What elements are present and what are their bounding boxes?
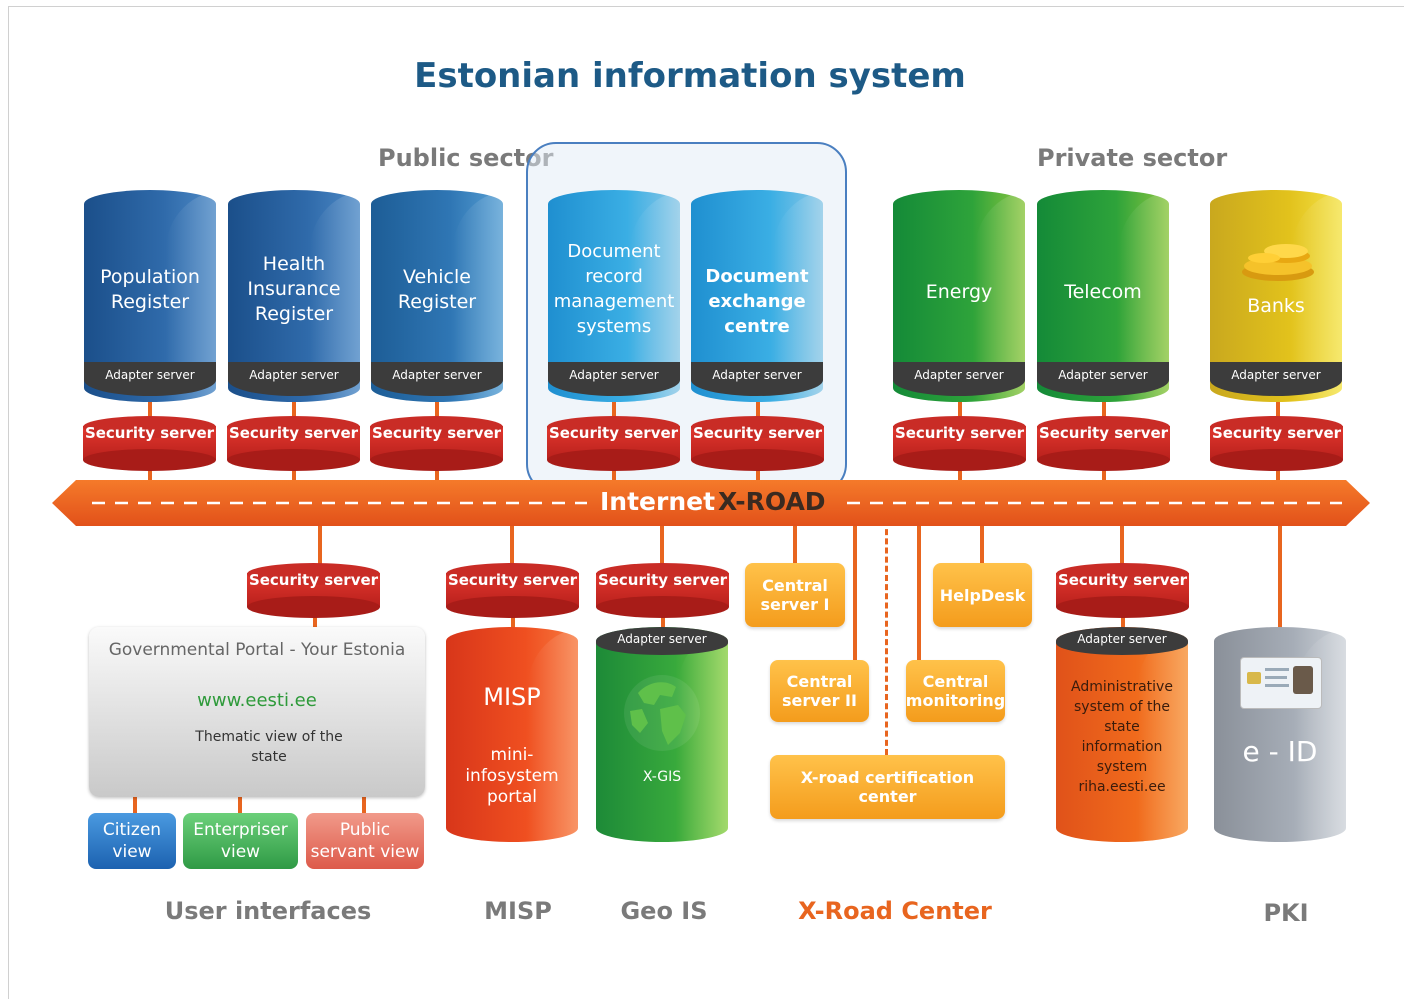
vehicle-register-db[interactable]: Vehicle Register Adapter server <box>371 190 503 402</box>
globe-icon <box>624 675 700 751</box>
security-server[interactable]: Security server <box>691 416 824 471</box>
security-server[interactable]: Security server <box>446 563 579 618</box>
id-card-icon <box>1240 657 1322 709</box>
page-frame <box>8 6 1404 999</box>
security-server[interactable]: Security server <box>370 416 503 471</box>
xgis-label: X-GIS <box>642 769 682 785</box>
misp-section-label: MISP <box>484 897 552 925</box>
geo-is-label: Geo IS <box>620 897 708 925</box>
document-exchange-centre-label: Document exchange centre <box>705 266 809 337</box>
misp-description: mini-infosystem portal <box>465 745 559 807</box>
banks-db[interactable]: Banks Adapter server <box>1210 190 1342 402</box>
private-sector-label: Private sector <box>1037 144 1228 172</box>
pki-label: PKI <box>1263 899 1309 927</box>
enterpriser-view-button[interactable]: Enterpriser view <box>183 813 298 869</box>
central-server-1[interactable]: Central server I <box>745 563 845 627</box>
public-sector-label: Public sector <box>378 144 554 172</box>
adapter-server-label: Adapter server <box>84 362 216 396</box>
riha-label: Administrative system of the state infor… <box>1071 679 1173 795</box>
citizen-view-button[interactable]: Citizen view <box>88 813 176 869</box>
coins-icon <box>1242 244 1314 281</box>
adapter-server-label: Adapter server <box>371 362 503 396</box>
security-server[interactable]: Security server <box>596 563 729 618</box>
security-server[interactable]: Security server <box>1210 416 1343 471</box>
adapter-server-label: Adapter server <box>893 362 1025 396</box>
population-register-db[interactable]: Population Register Adapter server <box>84 190 216 402</box>
security-server[interactable]: Security server <box>893 416 1026 471</box>
security-server[interactable]: Security server <box>547 416 680 471</box>
security-server[interactable]: Security server <box>1056 563 1189 618</box>
banks-label: Banks <box>1247 295 1305 317</box>
security-server[interactable]: Security server <box>83 416 216 471</box>
vehicle-register-label: Vehicle Register <box>397 266 477 313</box>
health-insurance-register-label: Health Insurance Register <box>247 253 341 325</box>
document-record-management-db[interactable]: Document record management systems Adapt… <box>548 190 680 402</box>
energy-db[interactable]: Energy Adapter server <box>893 190 1025 402</box>
adapter-server-label: Adapter server <box>596 627 728 655</box>
portal-description: Thematic view of the state <box>195 729 343 765</box>
energy-label: Energy <box>925 281 993 303</box>
security-server[interactable]: Security server <box>247 563 380 618</box>
pki-db[interactable]: e - ID <box>1214 627 1346 842</box>
adapter-server-label: Adapter server <box>691 362 823 396</box>
health-insurance-register-db[interactable]: Health Insurance Register Adapter server <box>228 190 360 402</box>
central-server-2[interactable]: Central server II <box>770 660 869 722</box>
misp-db[interactable]: MISP mini-infosystem portal <box>446 627 578 842</box>
user-interfaces-label: User interfaces <box>164 897 372 925</box>
population-register-label: Population Register <box>100 266 200 313</box>
eid-label: e - ID <box>1242 735 1318 768</box>
public-servant-view-button[interactable]: Public servant view <box>306 813 424 869</box>
internet-label: Internet <box>600 487 716 516</box>
adapter-server-label: Adapter server <box>548 362 680 396</box>
adapter-server-label: Adapter server <box>1037 362 1169 396</box>
central-monitoring-box[interactable]: Central monitoring <box>906 660 1005 722</box>
xroad-backbone <box>52 480 1370 526</box>
helpdesk-box[interactable]: HelpDesk <box>933 563 1032 627</box>
adapter-server-label: Adapter server <box>1210 362 1342 396</box>
xroad-label: X-ROAD <box>718 487 826 516</box>
diagram-title: Estonian information system <box>414 56 966 96</box>
xroad-center-label: X-Road Center <box>798 897 992 925</box>
riha-db[interactable]: Adapter server Administrative system of … <box>1056 627 1188 842</box>
security-server[interactable]: Security server <box>1037 416 1170 471</box>
xroad-certification-center[interactable]: X-road certification center <box>770 755 1005 819</box>
document-exchange-centre-db[interactable]: Document exchange centre Adapter server <box>691 190 823 402</box>
governmental-portal[interactable]: Governmental Portal - Your Estonia www.e… <box>89 627 425 797</box>
misp-title: MISP <box>483 683 541 711</box>
portal-title: Governmental Portal - Your Estonia <box>108 640 406 660</box>
telecom-db[interactable]: Telecom Adapter server <box>1037 190 1169 402</box>
document-record-management-label: Document record management systems <box>553 241 675 337</box>
security-server[interactable]: Security server <box>227 416 360 471</box>
portal-url[interactable]: www.eesti.ee <box>197 690 317 711</box>
adapter-server-label: Adapter server <box>228 362 360 396</box>
adapter-server-label: Adapter server <box>1056 627 1188 655</box>
xgis-db[interactable]: Adapter server X-GIS <box>596 627 728 842</box>
telecom-label: Telecom <box>1064 281 1142 303</box>
